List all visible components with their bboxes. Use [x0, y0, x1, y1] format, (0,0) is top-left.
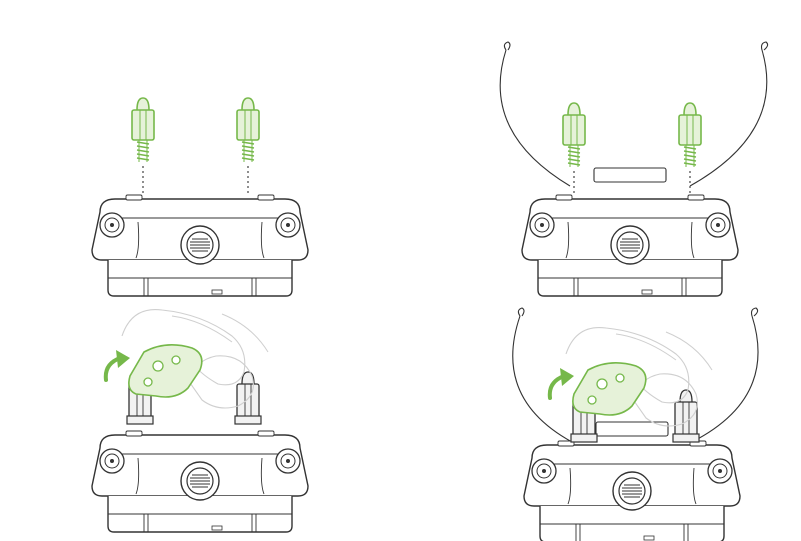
contact-point-icon	[275, 448, 301, 474]
contact-point-icon	[99, 448, 125, 474]
contact-post-2	[678, 102, 702, 168]
installed-post-2	[672, 389, 700, 443]
contact-post-1	[131, 97, 155, 163]
rotate-arrow-icon	[547, 366, 576, 400]
strap-tip	[517, 307, 759, 317]
panel-4-step-4	[512, 307, 759, 541]
rotate-arrow-icon	[103, 348, 132, 382]
collar-strap	[499, 49, 768, 187]
strap-loop	[593, 167, 667, 183]
contact-point-icon	[99, 212, 125, 238]
strap-tip	[503, 41, 769, 51]
speaker-grille-icon	[612, 471, 652, 511]
contact-post-1	[562, 102, 586, 168]
contact-point-icon	[529, 212, 555, 238]
panel-1-step-1	[91, 97, 309, 297]
contact-point-icon	[531, 458, 557, 484]
collar-strap	[512, 315, 759, 443]
contact-post-2	[236, 97, 260, 163]
contact-point-icon	[705, 212, 731, 238]
speaker-grille-icon	[610, 225, 650, 265]
panel-2-step-2	[499, 41, 769, 297]
tightening-tool	[572, 361, 647, 416]
panel-3-step-3	[91, 308, 309, 533]
tightening-tool	[128, 343, 203, 398]
contact-point-icon	[275, 212, 301, 238]
contact-point-icon	[707, 458, 733, 484]
speaker-grille-icon	[180, 225, 220, 265]
speaker-grille-icon	[180, 461, 220, 501]
strap-loop	[595, 421, 669, 437]
